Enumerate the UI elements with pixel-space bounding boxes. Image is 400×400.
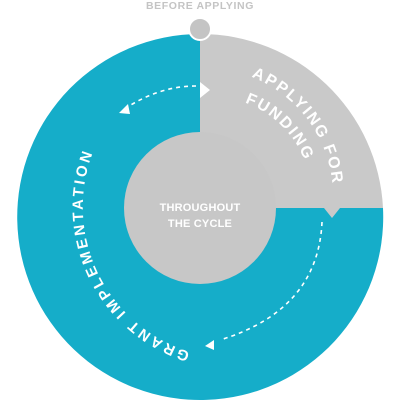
center-text-line2: THE CYCLE — [168, 218, 232, 230]
applying-for-funding-segment — [200, 33, 383, 219]
arrow-head-right — [205, 340, 214, 350]
dashed-arrow-top — [125, 85, 197, 109]
center-circle — [124, 132, 276, 284]
top-dot — [188, 17, 212, 41]
dashed-arrow-right — [219, 221, 323, 341]
before-applying-label: BEFORE APPLYING — [146, 0, 254, 12]
center-text-line1: THROUGHOUT — [160, 202, 241, 214]
grant-implementation-segment — [17, 34, 384, 400]
arrow-head-top — [119, 104, 130, 114]
